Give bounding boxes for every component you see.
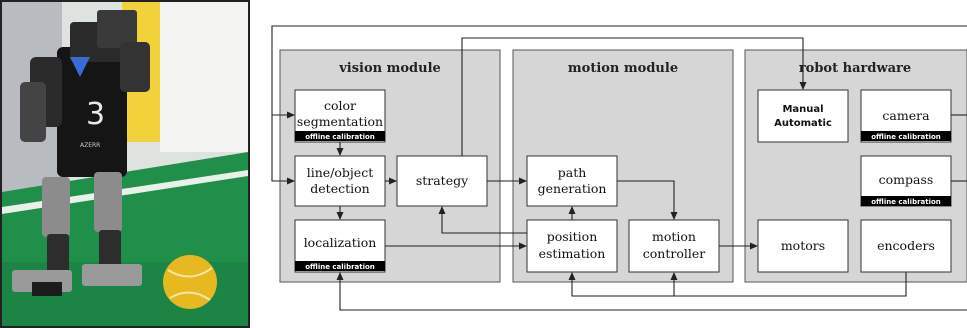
robot-number: 3 (86, 97, 105, 132)
svg-text:color: color (324, 98, 356, 113)
calibration-tag: offline calibration (305, 133, 375, 141)
system-block-diagram: vision module motion module robot hardwa… (258, 0, 967, 328)
robot-photo: 3 AZERR (0, 0, 250, 328)
connection-arrows (271, 25, 967, 311)
color-segmentation-block: color segmentation offline calibration (294, 89, 386, 143)
svg-text:position: position (547, 229, 598, 244)
svg-text:Automatic: Automatic (774, 118, 832, 129)
tennis-ball (163, 255, 217, 309)
position-estimation-block: position estimation (526, 219, 618, 273)
svg-text:strategy: strategy (416, 173, 469, 188)
motion-controller-block: motion controller (628, 219, 720, 273)
svg-text:detection: detection (310, 181, 369, 196)
motors-block: motors (757, 219, 849, 273)
manual-automatic-block: Manual Automatic (757, 89, 849, 143)
svg-text:encoders: encoders (877, 238, 935, 253)
svg-text:path: path (558, 165, 587, 180)
motion-module-title: motion module (568, 61, 678, 76)
svg-text:camera: camera (882, 108, 930, 123)
calibration-tag: offline calibration (871, 198, 941, 206)
svg-text:compass: compass (879, 172, 934, 187)
svg-text:segmentation: segmentation (297, 114, 383, 129)
vision-module-title: vision module (338, 61, 441, 76)
robot-hardware-title: robot hardware (799, 61, 911, 76)
svg-text:localization: localization (304, 235, 377, 250)
svg-text:controller: controller (643, 246, 705, 261)
localization-block: localization offline calibration (294, 219, 386, 273)
svg-text:estimation: estimation (539, 246, 606, 261)
svg-text:motion: motion (652, 229, 696, 244)
calibration-tag: offline calibration (871, 133, 941, 141)
svg-text:motors: motors (781, 238, 825, 253)
strategy-block: strategy (396, 155, 488, 207)
robot-chest-label: AZERR (80, 142, 100, 149)
path-generation-block: path generation (526, 155, 618, 207)
calibration-tag: offline calibration (305, 263, 375, 271)
svg-text:generation: generation (538, 181, 607, 196)
compass-block: compass offline calibration (860, 155, 952, 207)
line-object-detection-block: line/object detection (294, 155, 386, 207)
svg-text:Manual: Manual (782, 104, 823, 115)
camera-block: camera offline calibration (860, 89, 952, 143)
robot-figure: 3 AZERR (12, 10, 150, 296)
encoders-block: encoders (860, 219, 952, 273)
svg-text:line/object: line/object (307, 165, 373, 180)
